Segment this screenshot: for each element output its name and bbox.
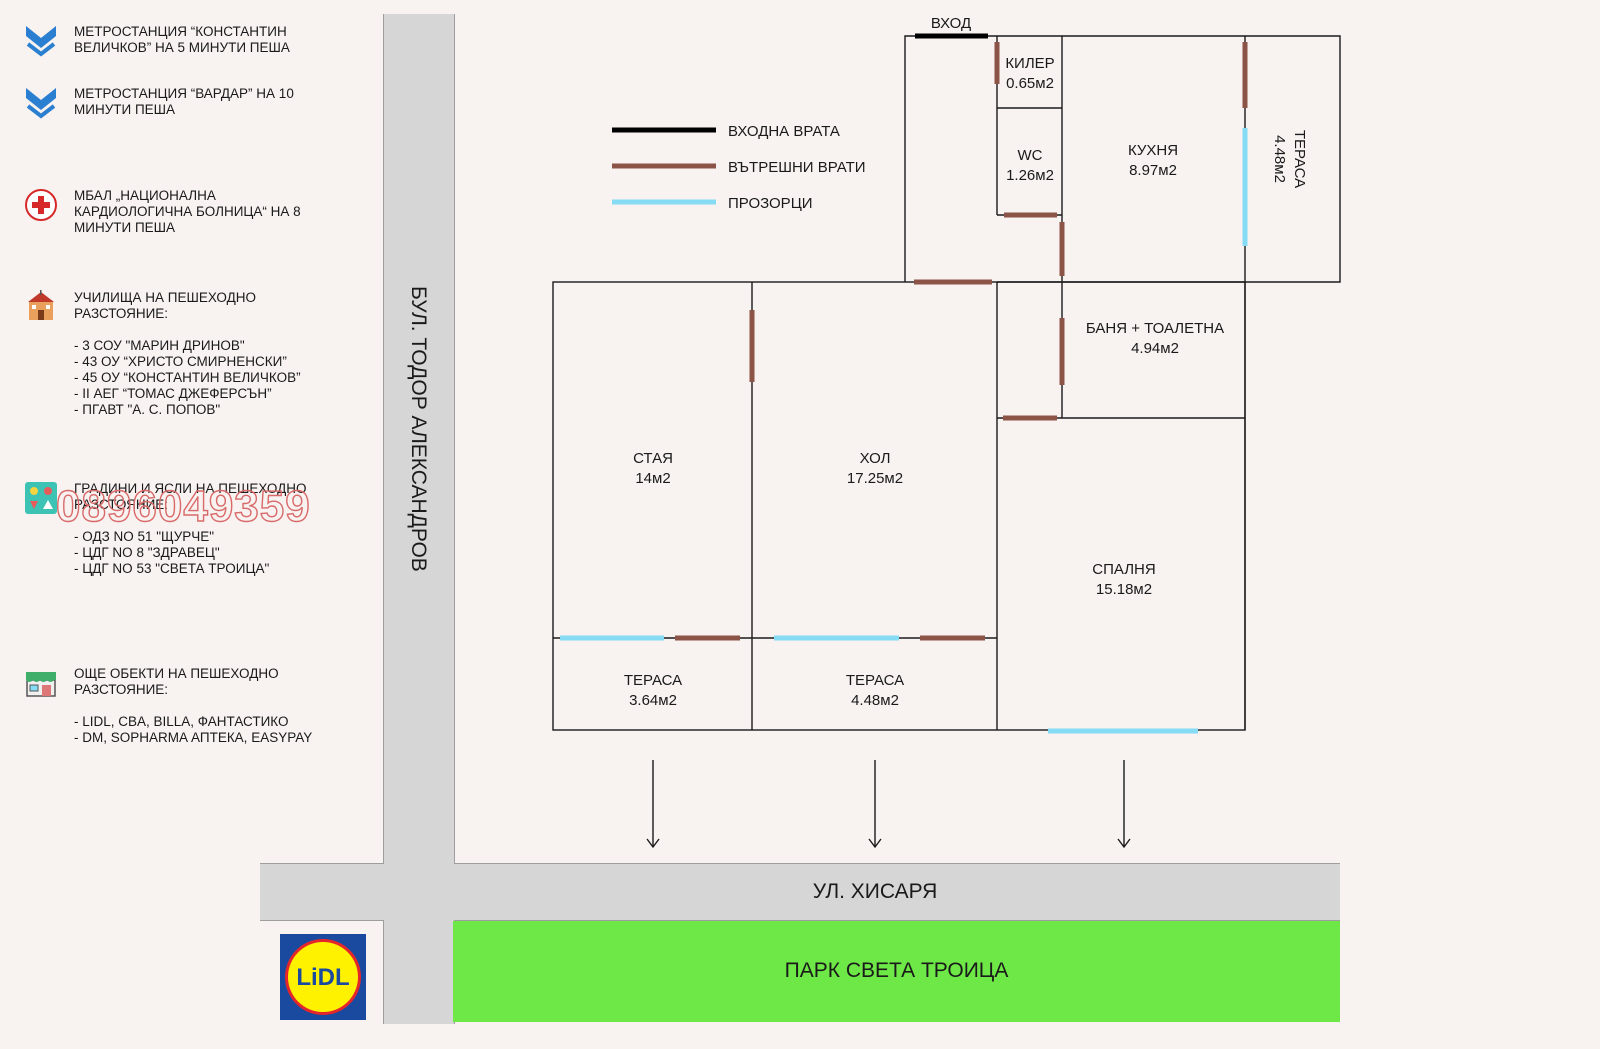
lidl-logo-text: LiDL [296, 964, 349, 991]
poi-text: МЕТРОСТАНЦИЯ “ВАРДАР” НА 10 [74, 86, 294, 101]
poi-list-item: - 45 ОУ “КОНСТАНТИН ВЕЛИЧКОВ” [74, 370, 301, 385]
poi-hospital: МБАЛ „НАЦИОНАЛНА КАРДИОЛОГИЧНА БОЛНИЦА“ … [24, 188, 364, 236]
room-labels: КИЛЕР 0.65м2 WC 1.26м2 КУХНЯ 8.97м2 БАНЯ… [624, 55, 1224, 709]
legend-label: ВХОДНА ВРАТА [728, 123, 840, 140]
poi-text: РАЗСТОЯНИЕ: [74, 306, 169, 321]
street-horizontal-label: УЛ. ХИСАРЯ [812, 880, 938, 903]
direction-arrows [646, 760, 1131, 849]
interior-doors [675, 42, 1248, 641]
room-area: 4.94м2 [1131, 340, 1179, 357]
poi-text: МИНУТИ ПЕША [74, 220, 176, 235]
poi-text: МБАЛ „НАЦИОНАЛНА [74, 188, 216, 203]
poi-metro-1: МЕТРОСТАНЦИЯ “КОНСТАНТИН ВЕЛИЧКОВ” НА 5 … [24, 24, 364, 58]
poi-list-item: - ПГАВТ "А. С. ПОПОВ" [74, 402, 221, 417]
poi-text: КАРДИОЛОГИЧНА БОЛНИЦА“ НА 8 [74, 204, 301, 219]
metro-icon [26, 88, 56, 119]
shop-icon [26, 672, 56, 697]
poi-text: ОЩЕ ОБЕКТИ НА ПЕШЕХОДНО [74, 666, 279, 681]
room-name: ТЕРАСА [846, 672, 904, 689]
kindergarten-icon [25, 482, 57, 514]
room-name: ТЕРАСА [624, 672, 682, 689]
school-icon [28, 290, 54, 320]
poi-text: РАЗСТОЯНИЕ: [74, 497, 169, 512]
lidl-logo: LiDL [280, 934, 366, 1020]
room-area: 8.97м2 [1129, 162, 1177, 179]
poi-metro-2: МЕТРОСТАНЦИЯ “ВАРДАР” НА 10 МИНУТИ ПЕША [24, 86, 364, 120]
windows [560, 128, 1248, 734]
room-area: 4.48м2 [1271, 135, 1288, 183]
poi-list-item: - 43 ОУ “ХРИСТО СМИРНЕНСКИ” [74, 354, 287, 369]
poi-list-item: - LIDL, CBA, BILLA, ФАНТАСТИКО [74, 714, 289, 729]
street-vertical: БУЛ. ТОДОР АЛЕКСАНДРОВ [383, 14, 455, 1024]
room-area: 14м2 [635, 470, 670, 487]
phone-watermark: 0896049359 [55, 481, 311, 531]
room-name: СТАЯ [633, 450, 673, 467]
room-area: 3.64м2 [629, 692, 677, 709]
poi-text: ВЕЛИЧКОВ” НА 5 МИНУТИ ПЕША [74, 40, 290, 55]
room-name: КИЛЕР [1005, 55, 1054, 72]
poi-list-item: - ЦДГ NO 8 "ЗДРАВЕЦ" [74, 545, 220, 560]
room-area: 15.18м2 [1096, 581, 1152, 598]
poi-kindergartens: ГРАДИНИ И ЯСЛИ НА ПЕШЕХОДНО РАЗСТОЯНИЕ: … [24, 481, 364, 577]
entrance-label: ВХОД [931, 15, 971, 32]
side-terrace-label: ТЕРАСА 4.48м2 [1271, 130, 1308, 188]
room-area: 1.26м2 [1006, 167, 1054, 184]
poi-list-item: - DM, SOPHARMA АПТЕКА, EASYPAY [74, 730, 313, 745]
poi-list-item: - 3 СОУ "МАРИН ДРИНОВ" [74, 338, 245, 353]
legend-label: ВЪТРЕШНИ ВРАТИ [728, 159, 866, 176]
hospital-icon [25, 189, 57, 221]
poi-text: РАЗСТОЯНИЕ: [74, 682, 169, 697]
poi-list-item: - II АЕГ “ТОМАС ДЖЕФЕРСЪН” [74, 386, 272, 401]
poi-text: ГРАДИНИ И ЯСЛИ НА ПЕШЕХОДНО [74, 481, 307, 496]
park-label: ПАРК СВЕТА ТРОИЦА [784, 958, 1009, 982]
poi-text: УЧИЛИЩА НА ПЕШЕХОДНО [74, 290, 256, 305]
poi-text: МЕТРОСТАНЦИЯ “КОНСТАНТИН [74, 24, 287, 39]
room-area: 17.25м2 [847, 470, 903, 487]
street-intersection [384, 863, 454, 921]
poi-list-item: - ЦДГ NO 53 "СВЕТА ТРОИЦА" [74, 561, 270, 576]
room-name: БАНЯ + ТОАЛЕТНА [1086, 320, 1224, 337]
room-name: КУХНЯ [1128, 142, 1178, 159]
plan-walls [552, 35, 1341, 731]
poi-schools: УЧИЛИЩА НА ПЕШЕХОДНО РАЗСТОЯНИЕ: - 3 СОУ… [24, 290, 364, 418]
legend-label: ПРОЗОРЦИ [728, 195, 813, 212]
room-area: 4.48м2 [851, 692, 899, 709]
poi-text: МИНУТИ ПЕША [74, 102, 176, 117]
poi-shops: ОЩЕ ОБЕКТИ НА ПЕШЕХОДНО РАЗСТОЯНИЕ: - LI… [24, 666, 364, 746]
park: ПАРК СВЕТА ТРОИЦА [453, 919, 1340, 1022]
room-name: СПАЛНЯ [1092, 561, 1155, 578]
metro-icon [26, 26, 56, 57]
poi-list-item: - ОДЗ NO 51 "ЩУРЧЕ" [74, 529, 215, 544]
legend: ВХОДНА ВРАТА ВЪТРЕШНИ ВРАТИ ПРОЗОРЦИ [612, 123, 866, 212]
room-name: ТЕРАСА [1291, 130, 1308, 188]
room-area: 0.65м2 [1006, 75, 1054, 92]
street-vertical-label: БУЛ. ТОДОР АЛЕКСАНДРОВ [407, 286, 430, 572]
room-name: WC [1018, 147, 1043, 164]
room-name: ХОЛ [860, 450, 891, 467]
